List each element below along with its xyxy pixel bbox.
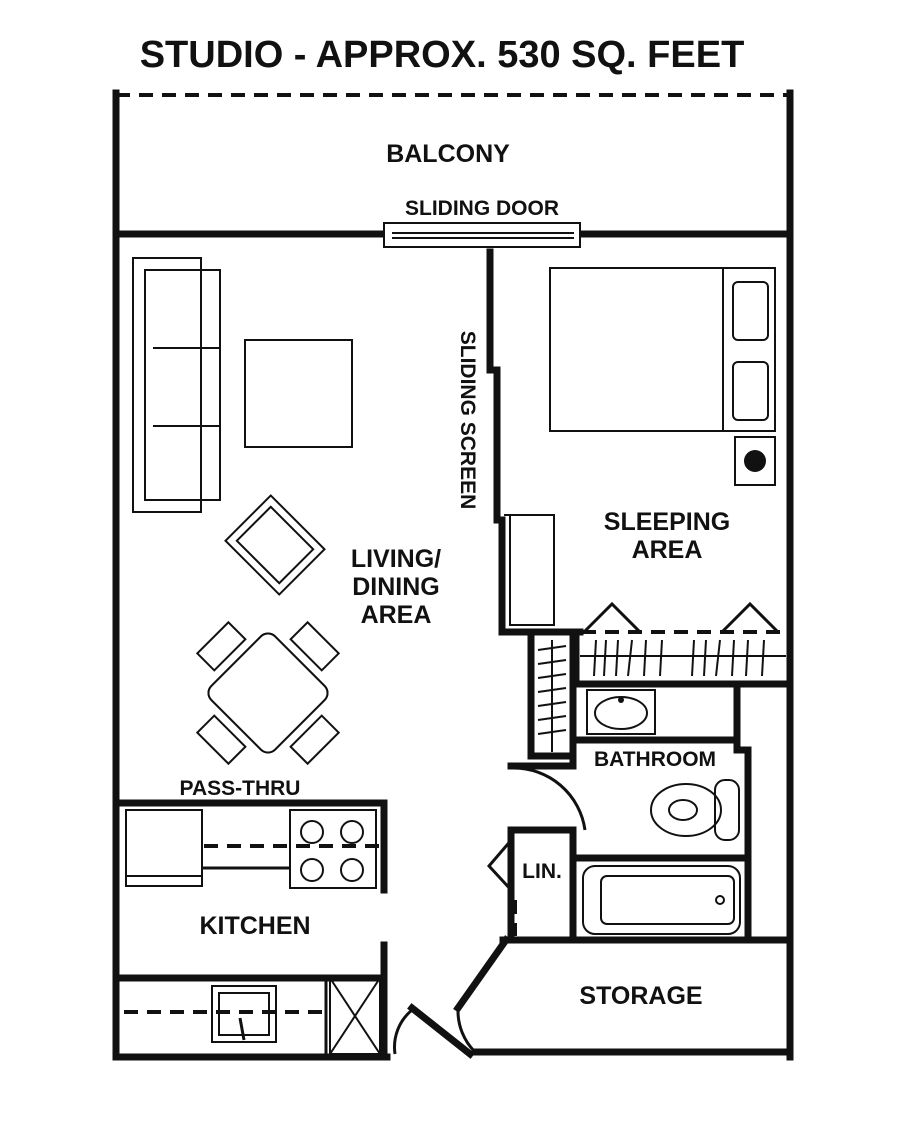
svg-text:SLEEPING: SLEEPING xyxy=(604,508,730,536)
bathtub xyxy=(582,865,741,935)
lamp-icon xyxy=(744,450,766,472)
coffee-table xyxy=(244,339,353,448)
entry-door[interactable] xyxy=(393,1003,475,1059)
refrigerator xyxy=(125,809,203,887)
bathroom-label: BATHROOM xyxy=(594,748,716,771)
balcony: BALCONY xyxy=(112,89,794,236)
sliding-screen[interactable]: SLIDING SCREEN xyxy=(456,248,501,524)
outer-walls xyxy=(112,230,794,1061)
sliding-screen-label: SLIDING SCREEN xyxy=(456,331,479,510)
storage: STORAGE xyxy=(453,935,794,1056)
svg-text:LIVING/: LIVING/ xyxy=(351,545,441,573)
balcony-label: BALCONY xyxy=(386,140,510,168)
stove-burner-icon xyxy=(300,820,364,882)
nightstand xyxy=(734,436,776,486)
dresser xyxy=(504,514,555,626)
bathroom-sink xyxy=(586,689,656,735)
closet xyxy=(572,601,794,688)
linen-label: LIN. xyxy=(522,860,562,883)
svg-text:AREA: AREA xyxy=(632,536,703,564)
kitchen-label: KITCHEN xyxy=(199,912,310,940)
pass-thru-label: PASS-THRU xyxy=(180,777,301,800)
pantry-box xyxy=(329,977,381,1055)
hall-closet xyxy=(527,632,577,760)
dining-table xyxy=(195,620,341,766)
armchair xyxy=(224,494,326,596)
kitchen: PASS-THRU KITCHEN xyxy=(116,777,388,1061)
sliding-door[interactable]: SLIDING DOOR xyxy=(383,197,581,248)
bathroom-door[interactable] xyxy=(512,766,587,831)
bathroom-walls xyxy=(507,680,752,942)
plan-title: STUDIO - APPROX. 530 SQ. FEET xyxy=(140,34,745,76)
living-dining-label: LIVING/ DINING AREA xyxy=(351,545,441,629)
svg-text:DINING: DINING xyxy=(352,573,440,601)
sliding-door-label: SLIDING DOOR xyxy=(405,197,559,220)
svg-text:AREA: AREA xyxy=(361,601,432,629)
stove xyxy=(289,809,377,889)
sleeping-area-walls xyxy=(498,516,584,636)
sofa xyxy=(132,257,221,513)
toilet xyxy=(650,779,740,841)
linen-closet: LIN. xyxy=(486,826,562,942)
storage-label: STORAGE xyxy=(579,982,702,1010)
bed xyxy=(549,267,776,432)
kitchen-sink xyxy=(211,985,277,1043)
sleeping-area-label: SLEEPING AREA xyxy=(604,508,730,564)
